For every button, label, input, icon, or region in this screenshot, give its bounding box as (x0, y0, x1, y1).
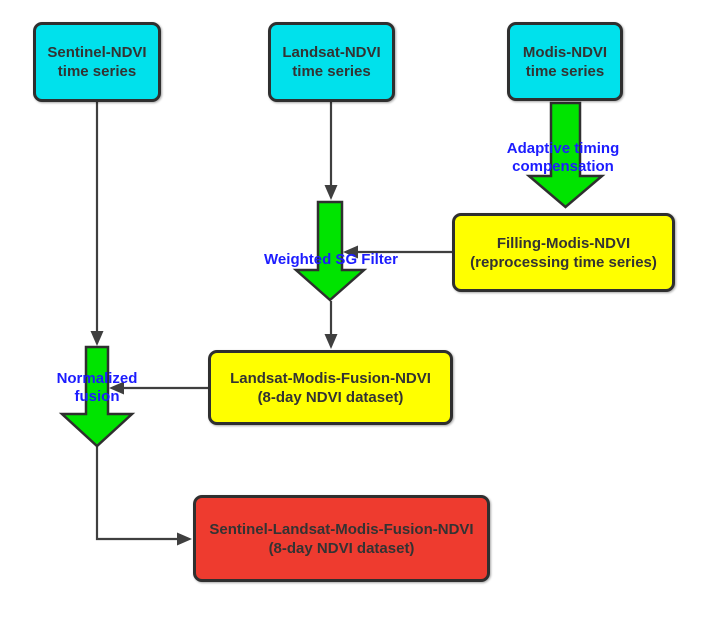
node-sentinel-landsat-modis-fusion-ndvi: Sentinel-Landsat-Modis-Fusion-NDVI (8-da… (193, 495, 490, 582)
arrowhead-down-icon (324, 185, 338, 200)
connector-normalized-to-final (95, 446, 177, 541)
arrowhead-down-icon (324, 334, 338, 349)
label-line: compensation (512, 158, 614, 175)
block-arrow-down-adaptive-timing (525, 101, 606, 209)
node-text-line: (8-day NDVI dataset) (268, 539, 415, 557)
node-text-line: Sentinel-Landsat-Modis-Fusion-NDVI (209, 520, 474, 538)
node-landsat-ndvi: Landsat-NDVI time series (268, 22, 395, 102)
node-modis-ndvi: Modis-NDVI time series (507, 22, 623, 101)
node-sentinel-ndvi: Sentinel-NDVI time series (33, 22, 161, 102)
arrowhead-left-icon (109, 381, 124, 395)
node-text-line: (8-day NDVI dataset) (257, 388, 404, 406)
node-text-line: Landsat-Modis-Fusion-NDVI (230, 369, 431, 387)
node-filling-modis-ndvi: Filling-Modis-NDVI (reprocessing time se… (452, 213, 675, 292)
label-line: fusion (74, 388, 120, 405)
node-text-line: time series (525, 62, 605, 80)
node-text-line: Modis-NDVI (522, 43, 608, 61)
node-text-line: Sentinel-NDVI (47, 44, 147, 61)
arrowhead-down-icon (90, 331, 104, 346)
block-arrow-down-weighted-sg-filter (292, 200, 368, 302)
node-text-line: Filling-Modis-NDVI (496, 234, 631, 252)
label-normalized-fusion: Normalized fusion (37, 370, 157, 406)
label-weighted-sg-filter: Weighted SG Filter (251, 251, 411, 269)
block-arrow-down-normalized-fusion (58, 345, 136, 448)
node-text-line: time series (57, 63, 137, 80)
node-text-line: (reprocessing time series) (470, 253, 657, 271)
label-line: Normalized (56, 370, 138, 387)
label-line: Adaptive timing (506, 140, 620, 157)
arrowhead-left-icon (343, 245, 358, 259)
node-text-line: Landsat-NDVI (282, 44, 381, 61)
arrowhead-right-icon (177, 532, 192, 546)
label-line: Weighted SG Filter (264, 251, 398, 268)
label-adaptive-timing-compensation: Adaptive timing compensation (493, 140, 633, 176)
node-text-line: time series (292, 63, 371, 80)
node-landsat-modis-fusion-ndvi: Landsat-Modis-Fusion-NDVI (8-day NDVI da… (208, 350, 453, 425)
